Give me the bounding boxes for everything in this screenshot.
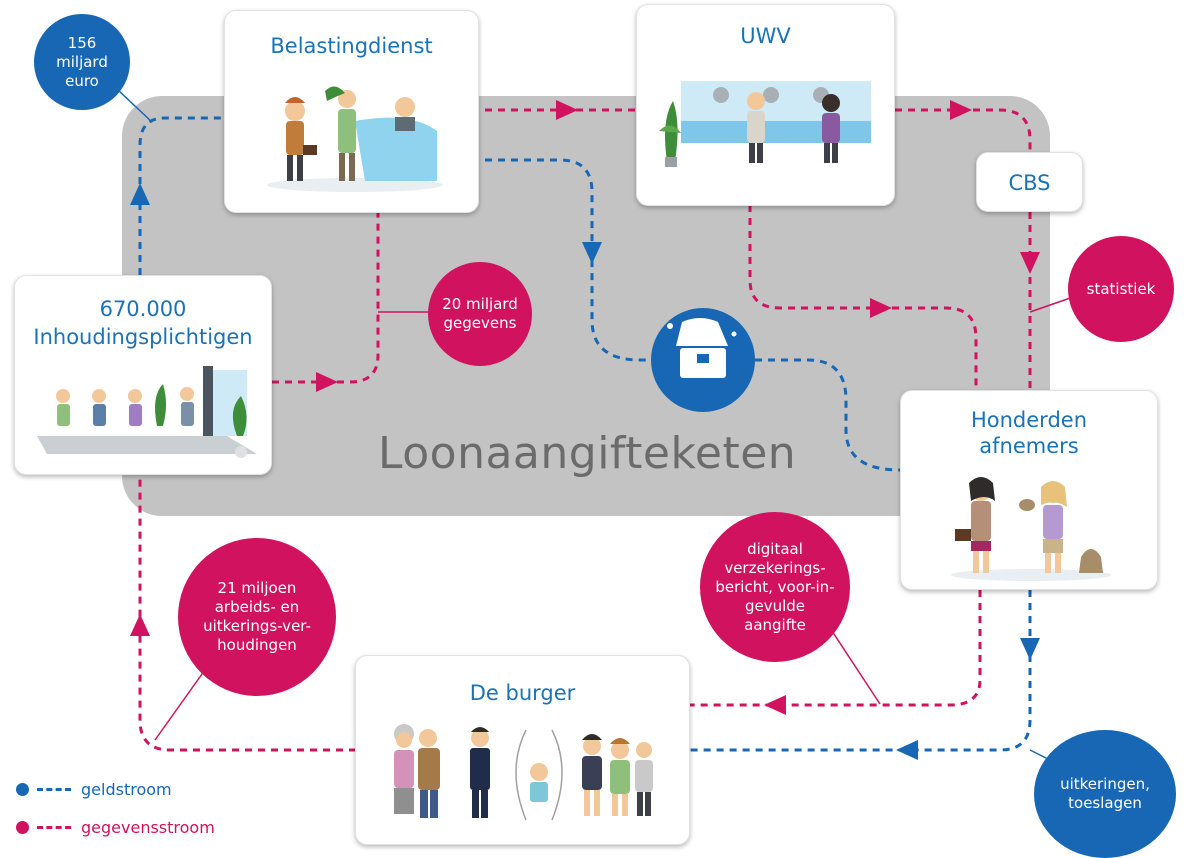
node-uwv: UWV xyxy=(636,4,895,206)
node-inhoudingsplichtigen: 670.000 Inhoudingsplichtigen xyxy=(14,275,272,475)
afnemers-illustration xyxy=(951,477,1111,581)
data-line-burger-to-employers xyxy=(138,478,356,752)
legend-data-dash xyxy=(37,826,71,829)
money-line-chest-to-afnemers xyxy=(755,358,901,472)
legend-money-flow: geldstroom xyxy=(16,780,172,799)
legend-data-label: gegevensstroom xyxy=(81,818,215,837)
money-arrow-up xyxy=(130,183,150,205)
data-line-employers-to-tax xyxy=(272,212,380,384)
node-afnemers: Honderden afnemers xyxy=(900,390,1158,590)
node-title: Belastingdienst xyxy=(270,34,433,58)
bubble-156-miljard-euro: 156 miljard euro xyxy=(34,14,130,110)
data-arrow-right-1 xyxy=(316,372,338,392)
tax-office-illustration xyxy=(267,86,443,192)
treasure-chest-icon xyxy=(651,308,755,412)
bubble-statistiek: statistiek xyxy=(1068,236,1174,342)
money-line-employers-to-tax xyxy=(138,116,224,275)
node-title: UWV xyxy=(740,24,791,48)
data-arrow-right-3 xyxy=(950,100,972,120)
data-arrow-down xyxy=(1020,252,1040,274)
employers-illustration xyxy=(37,366,257,458)
bubble-20-miljard-gegevens: 20 miljard gegevens xyxy=(428,262,532,366)
money-arrow-left xyxy=(896,740,918,760)
data-line-afnemers-to-burger xyxy=(690,590,982,707)
node-burger: De burger xyxy=(355,655,690,845)
legend-data-flow: gegevensstroom xyxy=(16,818,215,837)
data-arrow-right-4 xyxy=(870,298,892,318)
data-flow-lines xyxy=(138,108,1032,752)
node-cbs: CBS xyxy=(976,152,1083,212)
bubble-uitkeringen-toeslagen: uitkeringen, toeslagen xyxy=(1034,730,1176,858)
money-flow-lines xyxy=(138,116,1032,752)
data-arrows xyxy=(130,100,1040,715)
chain-title: Loonaangifteketen xyxy=(378,428,797,479)
bubble-verzekeringsbericht: digitaal verzekerings- bericht, voor-in-… xyxy=(700,512,850,662)
node-title: CBS xyxy=(1008,171,1051,195)
money-arrow-down xyxy=(582,242,602,264)
data-arrow-left xyxy=(764,695,786,715)
citizens-illustration xyxy=(394,724,653,821)
legend-money-dot xyxy=(16,783,29,796)
money-arrow-down-right xyxy=(1020,638,1040,660)
data-arrow-right-2 xyxy=(556,100,578,120)
node-count: 670.000 xyxy=(99,297,187,321)
legend-money-label: geldstroom xyxy=(81,780,172,799)
legend-data-dot xyxy=(16,821,29,834)
legend-money-dash xyxy=(37,788,71,791)
node-title: Honderden afnemers xyxy=(970,408,1088,458)
money-arrows xyxy=(130,183,1040,760)
node-title: De burger xyxy=(469,681,576,705)
node-title: Inhoudingsplichtigen xyxy=(33,325,253,349)
node-belastingdienst: Belastingdienst xyxy=(224,10,479,213)
bubble-21-miljoen-verhoudingen: 21 miljoen arbeids- en uitkerings-ver- h… xyxy=(178,538,336,696)
money-line-afnemers-to-burger xyxy=(690,590,1032,752)
data-line-uwv-to-cbs xyxy=(895,108,1032,152)
data-arrow-up xyxy=(130,614,150,636)
uwv-office-illustration xyxy=(659,81,871,167)
